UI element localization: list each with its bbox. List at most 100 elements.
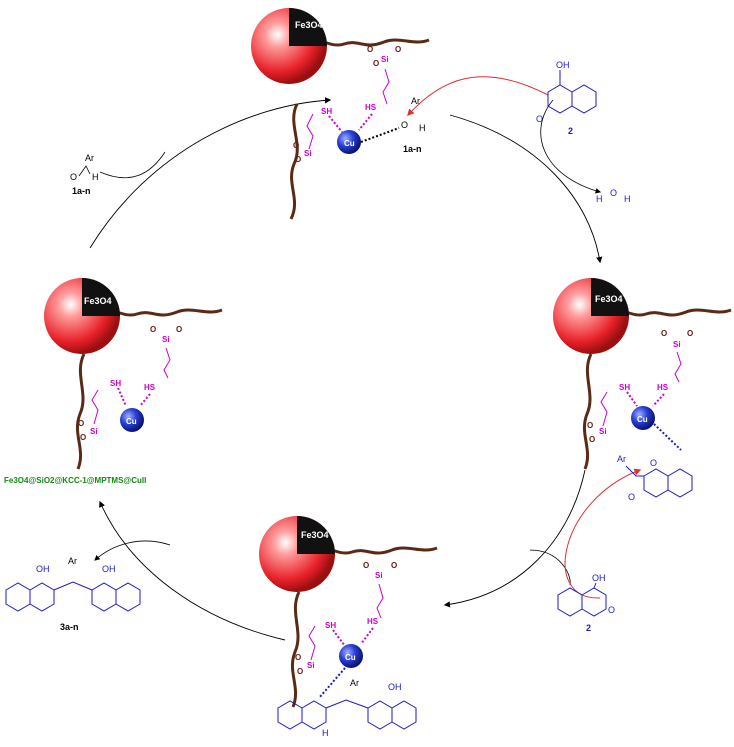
hs-label: HS — [657, 383, 669, 392]
product-number: 3a-n — [60, 622, 79, 632]
o-label: O — [395, 45, 401, 54]
product-bis-coumarin: OH OH Ar 3a-n — [5, 556, 141, 632]
intermediate-carbonyl-o: O — [628, 492, 635, 502]
fiber-strand-lower — [289, 103, 299, 220]
cu-label: Cu — [126, 417, 137, 426]
water-h2: H — [624, 194, 631, 204]
fe3o4-label: Fe3O4 — [84, 296, 112, 306]
o-label: O — [661, 329, 667, 338]
knoevenagel-intermediate: O O Ar — [617, 454, 693, 502]
stage-right: Fe3O4 Si O O Si O O SH HS Cu — [553, 278, 732, 470]
cycle-arrow-bottom-right — [443, 469, 586, 608]
si-label-top: Si — [381, 55, 389, 64]
adduct-ar: Ar — [350, 678, 359, 688]
coumarin-carbonyl-o: O — [536, 114, 543, 124]
o-label: O — [687, 329, 693, 338]
fe3o4-core — [297, 516, 335, 554]
fiber-strand-lower — [290, 591, 301, 708]
o-label: O — [587, 421, 593, 430]
product-oh: OH — [36, 564, 50, 574]
propyl-linker-right — [163, 347, 171, 379]
cycle-arrow-bottom-left — [99, 500, 286, 641]
cu-label: Cu — [637, 415, 648, 424]
coumarin-oh: OH — [592, 573, 606, 583]
cu-label: Cu — [344, 139, 355, 148]
o-label: O — [363, 561, 369, 570]
catalyst-name: Fe3O4@SiO2@KCC-1@MPTMS@CuII — [4, 476, 146, 485]
hs-label: HS — [144, 383, 156, 392]
propyl-linker-right — [674, 351, 682, 383]
fe3o4-label: Fe3O4 — [301, 530, 329, 540]
coumarin-number: 2 — [568, 126, 573, 136]
aldehyde-o: O — [70, 172, 77, 182]
copper-ion — [120, 408, 144, 432]
adduct-oh: OH — [388, 682, 402, 692]
coumarin-reagent-top: OH O 2 — [536, 60, 597, 136]
si-label-bottom: Si — [90, 427, 98, 436]
o-label: O — [391, 561, 397, 570]
fe3o4-core — [82, 278, 120, 316]
o-label: O — [297, 667, 303, 676]
propyl-linker-left — [308, 625, 316, 661]
product-oh: OH — [102, 564, 116, 574]
si-label-bottom: Si — [307, 661, 315, 670]
si-label-top: Si — [162, 335, 170, 344]
intermediate-ar: Ar — [617, 454, 626, 464]
intermediate-o: O — [650, 458, 657, 468]
sh-label: SH — [321, 107, 332, 116]
fiber-strand-lower — [582, 353, 593, 470]
si-label-bottom: Si — [599, 427, 607, 436]
stage-top: Fe3O4 Si O O O Si O O SH HS Cu O H Ar 1a… — [251, 8, 430, 220]
cycle-arrows — [89, 97, 603, 641]
cycle-arrow-top-left — [89, 97, 332, 249]
fe3o4-label: Fe3O4 — [295, 20, 323, 30]
o-label: O — [373, 59, 379, 68]
water-h1: H — [596, 194, 603, 204]
propyl-linker-right — [376, 583, 384, 619]
product-ar: Ar — [68, 556, 77, 566]
product-exit-arrow — [94, 540, 171, 561]
water-byproduct: H O H — [596, 188, 631, 204]
stage-bottom: Fe3O4 Si O O Si O O SH HS Cu — [259, 516, 438, 708]
coumarin-number: 2 — [586, 623, 591, 633]
hs-label: HS — [365, 103, 377, 112]
water-o: O — [610, 188, 617, 198]
aldehyde-number: 1a-n — [72, 186, 91, 196]
o-label: O — [367, 45, 373, 54]
cycle-arrow-top-right — [449, 114, 603, 264]
michael-adduct: Ar OH H — [277, 678, 417, 738]
propyl-linker-left — [306, 113, 314, 150]
aldehyde-reagent-entry: Ar O H 1a-n — [70, 153, 99, 196]
coumarin-carbonyl-o: O — [608, 605, 615, 615]
hs-label: HS — [367, 617, 379, 626]
fe3o4-core — [591, 278, 629, 316]
propyl-linker-left — [91, 389, 99, 425]
propyl-linker-right — [382, 68, 390, 105]
o-label: O — [589, 435, 595, 444]
fiber-strand-lower — [75, 353, 86, 470]
o-label: O — [80, 433, 86, 442]
red-arrow-top — [407, 76, 549, 117]
sh-label: SH — [110, 379, 121, 388]
coumarin-entry-arrow — [529, 549, 571, 586]
si-label-top: Si — [375, 571, 383, 580]
o-label: O — [150, 325, 156, 334]
propyl-linker-left — [600, 391, 608, 427]
aldehyde-ar: Ar — [411, 96, 420, 106]
adduct-h: H — [322, 728, 329, 738]
sh-label: SH — [325, 621, 336, 630]
aldehyde-ar: Ar — [85, 153, 94, 163]
o-label: O — [293, 141, 299, 150]
si-label-bottom: Si — [304, 149, 312, 158]
copper-ion — [337, 130, 361, 154]
o-label: O — [295, 653, 301, 662]
o-label: O — [176, 325, 182, 334]
copper-ion — [339, 644, 363, 668]
stage-left: Fe3O4 Si O O Si O O SH HS Cu — [44, 278, 223, 470]
aldehyde-entry-arrow — [99, 151, 166, 179]
cu-label: Cu — [345, 653, 356, 662]
aldehyde-h: H — [419, 123, 426, 133]
aldehyde-o: O — [401, 120, 408, 130]
fe3o4-core — [289, 8, 327, 46]
